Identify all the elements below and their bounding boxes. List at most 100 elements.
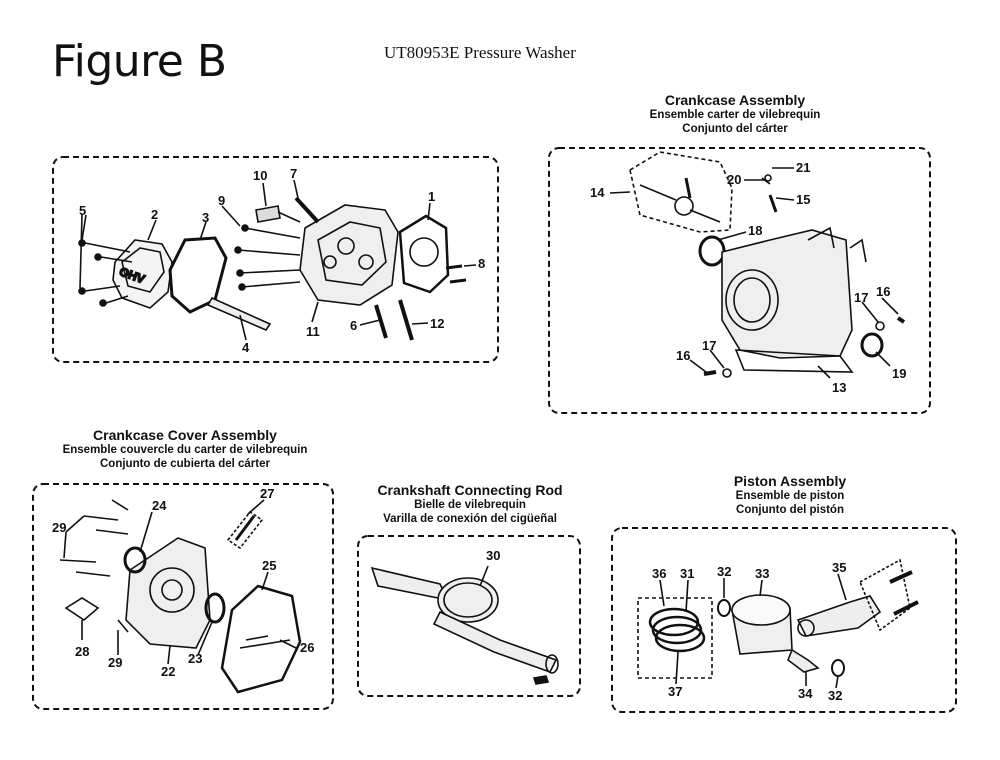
callout-22: 22 [161,664,175,679]
drain-plug-16 [703,370,717,376]
callout-25: 25 [262,558,276,573]
governor-group-outline [629,151,733,233]
bolt-8a [445,264,463,270]
ring-set-outline [637,597,713,679]
callout-34: 34 [798,686,813,701]
callout-29b: 29 [108,655,122,670]
cover-title-es: Conjunto de cubierta del cárter [100,458,270,470]
head-stud [294,196,320,224]
crankcase-cover [125,537,211,649]
callout-36: 36 [652,566,666,581]
spark-plug [255,205,281,223]
crankshaft-rod-title: Crankshaft Connecting Rod Bielle de vile… [360,483,580,526]
callout-32a: 32 [717,564,731,579]
rod-title-fr: Bielle de vilebrequin [414,499,526,511]
callout-32b: 32 [828,688,842,703]
callout-31: 31 [680,566,694,581]
clip-32b [831,659,845,677]
callout-37: 37 [668,684,682,699]
callout-20: 20 [727,172,741,187]
crankcase-parts [609,151,906,379]
piston-assembly-title: Piston Assembly Ensemble de piston Conju… [690,474,890,517]
callout-5: 5 [79,203,86,218]
governor-arm [768,194,778,213]
oil-seal-24 [123,546,147,574]
valve-cover-gasket [168,236,228,314]
callout-17b: 17 [702,338,716,353]
stud-12 [398,299,414,341]
push-rod [206,296,272,331]
callout-29a: 29 [52,520,66,535]
crankcase-assembly-title: Crankcase Assembly Ensemble carter de vi… [600,93,870,136]
crankcase-title-es: Conjunto del cárter [682,123,788,135]
piston-title-fr: Ensemble de piston [735,490,845,502]
piston-rings [648,607,706,653]
callout-28: 28 [75,644,89,659]
crankshaft-parts [370,565,559,685]
callout-8: 8 [478,256,485,271]
cover-title-fr: Ensemble couvercle du carter de vilebreq… [62,444,308,456]
crankshaft-output-shaft [370,566,450,602]
callout-1: 1 [428,189,435,204]
callout-3: 3 [202,210,209,225]
callout-17a: 17 [854,290,868,305]
piston-pin-34 [787,648,820,673]
callout-24: 24 [152,498,167,513]
piston-title-es: Conjunto del pistón [736,504,844,516]
rod-title-es: Varilla de conexión del cigüeñal [383,513,557,525]
callout-33: 33 [755,566,769,581]
callout-9: 9 [218,193,225,208]
callout-7: 7 [290,166,297,181]
crankcase-section-box [548,147,931,414]
callout-12: 12 [430,316,444,331]
callout-14: 14 [590,185,605,200]
head-gasket [398,214,450,294]
callout-2: 2 [151,207,158,222]
crankcase-base [734,349,854,373]
woodruff-key [532,675,550,685]
head-bolts [234,224,301,291]
callout-16a: 16 [876,284,890,299]
piston-parts [637,558,919,689]
callout-11: 11 [306,324,320,339]
bearing-23 [204,592,226,624]
cylinder-head [299,204,399,306]
clip-32a [717,599,731,617]
callout-21: 21 [796,160,810,175]
piston-section-box [611,527,957,713]
cylinder-head-parts: OHV [78,179,477,341]
washer-17 [722,368,732,378]
crankshaft-section-box [357,535,581,697]
cylinder-head-section-box [52,156,499,363]
piston-title-en: Piston Assembly [733,473,847,489]
crankcase-cover-section-box [32,483,334,710]
crankcase-cover-assembly-title: Crankcase Cover Assembly Ensemble couver… [40,428,330,471]
callout-27: 27 [260,486,274,501]
oil-seal-18 [698,235,726,267]
crankcase-title-fr: Ensemble carter de vilebrequin [649,109,821,121]
washer-17b [875,321,885,331]
callout-6: 6 [350,318,357,333]
callout-15: 15 [796,192,810,207]
crankcase-block [721,229,853,359]
cylinder-head-detail [317,221,387,286]
callout-26: 26 [300,640,314,655]
cover-gasket-25 [220,584,302,694]
governor-gear [674,196,694,216]
callout-4: 4 [242,340,250,355]
cover-title-en: Crankcase Cover Assembly [93,427,277,443]
valve-cover-face [121,247,165,293]
drain-plug-16b [896,316,906,324]
bolt-8b [449,278,467,284]
callout-numbers: 1 2 3 4 5 6 7 8 9 10 11 12 13 14 15 16 1… [52,160,906,703]
crankshaft-taper [432,610,558,673]
document-title: UT80953E Pressure Washer [384,43,576,62]
callout-23: 23 [188,651,202,666]
callout-35: 35 [832,560,846,575]
oil-fill-plug-28 [64,597,100,622]
callout-19: 19 [892,366,906,381]
cylinder-bore [725,269,779,331]
cover-bolts-29 [59,499,129,633]
callout-30: 30 [486,548,500,563]
